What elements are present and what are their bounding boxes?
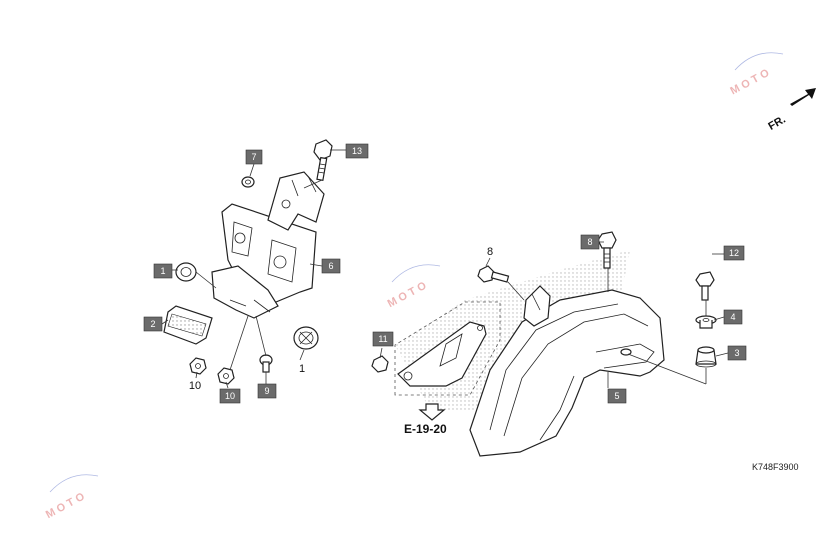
leader-lines (161, 149, 729, 389)
callout-5-box: 5 (607, 388, 627, 404)
nut-10 (189, 357, 207, 375)
svg-text:1: 1 (160, 266, 165, 276)
reflector-bracket (211, 265, 279, 319)
license-bracket-assembly (211, 171, 325, 319)
bolt-13 (313, 139, 333, 182)
svg-text:8: 8 (587, 237, 592, 247)
bolt-12 (695, 271, 715, 301)
upper-mount-stay (267, 171, 325, 231)
svg-text:4: 4 (730, 312, 735, 322)
svg-text:M O T O: M O T O (44, 490, 87, 521)
callout-13-box: 13 (345, 143, 369, 159)
svg-text:5: 5 (614, 391, 619, 401)
svg-text:3: 3 (734, 348, 739, 358)
svg-text:9: 9 (264, 386, 269, 396)
callout-1-box: 1 (153, 263, 173, 279)
rubber-cushion-3 (695, 346, 717, 368)
svg-text:11: 11 (378, 334, 387, 344)
svg-text:12: 12 (729, 248, 739, 258)
front-direction-indicator: FR. (766, 88, 816, 133)
svg-text:6: 6 (328, 261, 333, 271)
bolt-8-side (477, 265, 510, 283)
flange-nut-7 (241, 176, 255, 188)
tail-bracket (394, 301, 501, 396)
diagram-code: K748F3900 (752, 462, 799, 472)
screw-9 (259, 354, 273, 373)
svg-text:7: 7 (251, 152, 256, 162)
svg-text:13: 13 (352, 146, 362, 156)
callout-2-box: 2 (143, 316, 163, 332)
rear-reflector (163, 305, 213, 345)
svg-text:10: 10 (225, 391, 235, 401)
watermark-logo: M O T O M O T O M O T O (44, 52, 784, 521)
callout-11-box: 11 (372, 331, 394, 347)
bolt-11 (371, 355, 389, 373)
callout-8-plain: 8 (487, 246, 493, 258)
callout-12-box: 12 (723, 245, 745, 261)
callout-10-plain: 10 (189, 380, 201, 392)
callout-8-box: 8 (580, 234, 600, 250)
callout-7-box: 7 (245, 149, 263, 165)
nut-10-lower (217, 367, 235, 385)
callout-1-plain: 1 (299, 363, 305, 375)
svg-text:2: 2 (150, 319, 155, 329)
callout-6-box: 6 (321, 258, 341, 274)
front-arrow-icon (790, 88, 816, 106)
grommet-lower (293, 326, 319, 350)
callout-9-box: 9 (257, 383, 277, 399)
callout-3-box: 3 (727, 345, 747, 361)
grommet-upper (175, 262, 197, 282)
collar-4 (695, 315, 717, 329)
fender-stay (523, 285, 551, 327)
svg-text:M O T O: M O T O (728, 67, 771, 98)
reference-arrow (418, 403, 446, 421)
front-direction-label: FR. (766, 114, 787, 133)
callout-4-box: 4 (723, 309, 743, 325)
callout-10-box: 10 (219, 388, 241, 404)
reference-label: E-19-20 (404, 422, 447, 436)
svg-text:M O T O: M O T O (386, 280, 429, 311)
